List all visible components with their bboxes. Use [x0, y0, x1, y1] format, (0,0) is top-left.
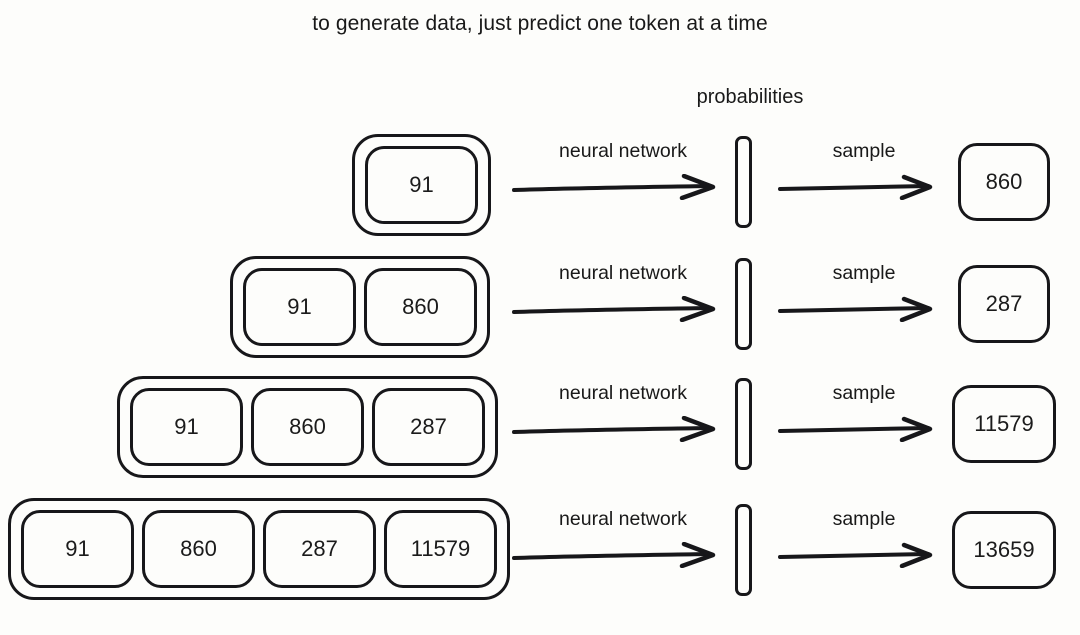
arrow-right-icon: [778, 296, 933, 322]
sample-label: sample: [832, 140, 896, 162]
arrow-right-icon: [512, 296, 716, 322]
token-box[interactable]: 91: [130, 388, 243, 466]
token-box[interactable]: 287: [263, 510, 376, 588]
output-token-row-1[interactable]: 860: [958, 143, 1050, 221]
arrow-right-icon: [778, 542, 933, 568]
token-sequence-row-2: 91 860: [230, 256, 490, 358]
probability-bar-row-3: [735, 378, 752, 470]
neural-network-label: neural network: [559, 140, 687, 162]
arrow-right-icon: [778, 416, 933, 442]
token-sequence-row-1: 91: [352, 134, 491, 236]
probability-bar-row-4: [735, 504, 752, 596]
sample-arrow-group-row-1: sample: [778, 140, 950, 200]
neural-network-arrow-group-row-4: neural network: [512, 508, 734, 568]
neural-network-arrow-group-row-2: neural network: [512, 262, 734, 322]
token-box[interactable]: 91: [243, 268, 356, 346]
arrow-right-icon: [512, 416, 716, 442]
token-sequence-row-3: 91 860 287: [117, 376, 498, 478]
sample-arrow-group-row-4: sample: [778, 508, 950, 568]
output-token-row-3[interactable]: 11579: [952, 385, 1056, 463]
token-box[interactable]: 860: [364, 268, 477, 346]
sample-label: sample: [832, 382, 896, 404]
token-box[interactable]: 287: [372, 388, 485, 466]
token-box[interactable]: 11579: [384, 510, 497, 588]
token-sequence-row-4: 91 860 287 11579: [8, 498, 510, 600]
token-box[interactable]: 91: [21, 510, 134, 588]
neural-network-label: neural network: [559, 382, 687, 404]
output-token-row-4[interactable]: 13659: [952, 511, 1056, 589]
probabilities-label: probabilities: [696, 86, 804, 108]
probability-bar-row-1: [735, 136, 752, 228]
neural-network-arrow-group-row-3: neural network: [512, 382, 734, 442]
neural-network-label: neural network: [559, 508, 687, 530]
sample-arrow-group-row-2: sample: [778, 262, 950, 322]
page-title: to generate data, just predict one token…: [312, 12, 768, 35]
token-box[interactable]: 860: [251, 388, 364, 466]
sample-label: sample: [832, 262, 896, 284]
arrow-right-icon: [512, 174, 716, 200]
token-box[interactable]: 91: [365, 146, 478, 224]
sample-arrow-group-row-3: sample: [778, 382, 950, 442]
arrow-right-icon: [512, 542, 716, 568]
probability-bar-row-2: [735, 258, 752, 350]
arrow-right-icon: [778, 174, 933, 200]
output-token-row-2[interactable]: 287: [958, 265, 1050, 343]
token-box[interactable]: 860: [142, 510, 255, 588]
neural-network-arrow-group-row-1: neural network: [512, 140, 734, 200]
sample-label: sample: [832, 508, 896, 530]
neural-network-label: neural network: [559, 262, 687, 284]
